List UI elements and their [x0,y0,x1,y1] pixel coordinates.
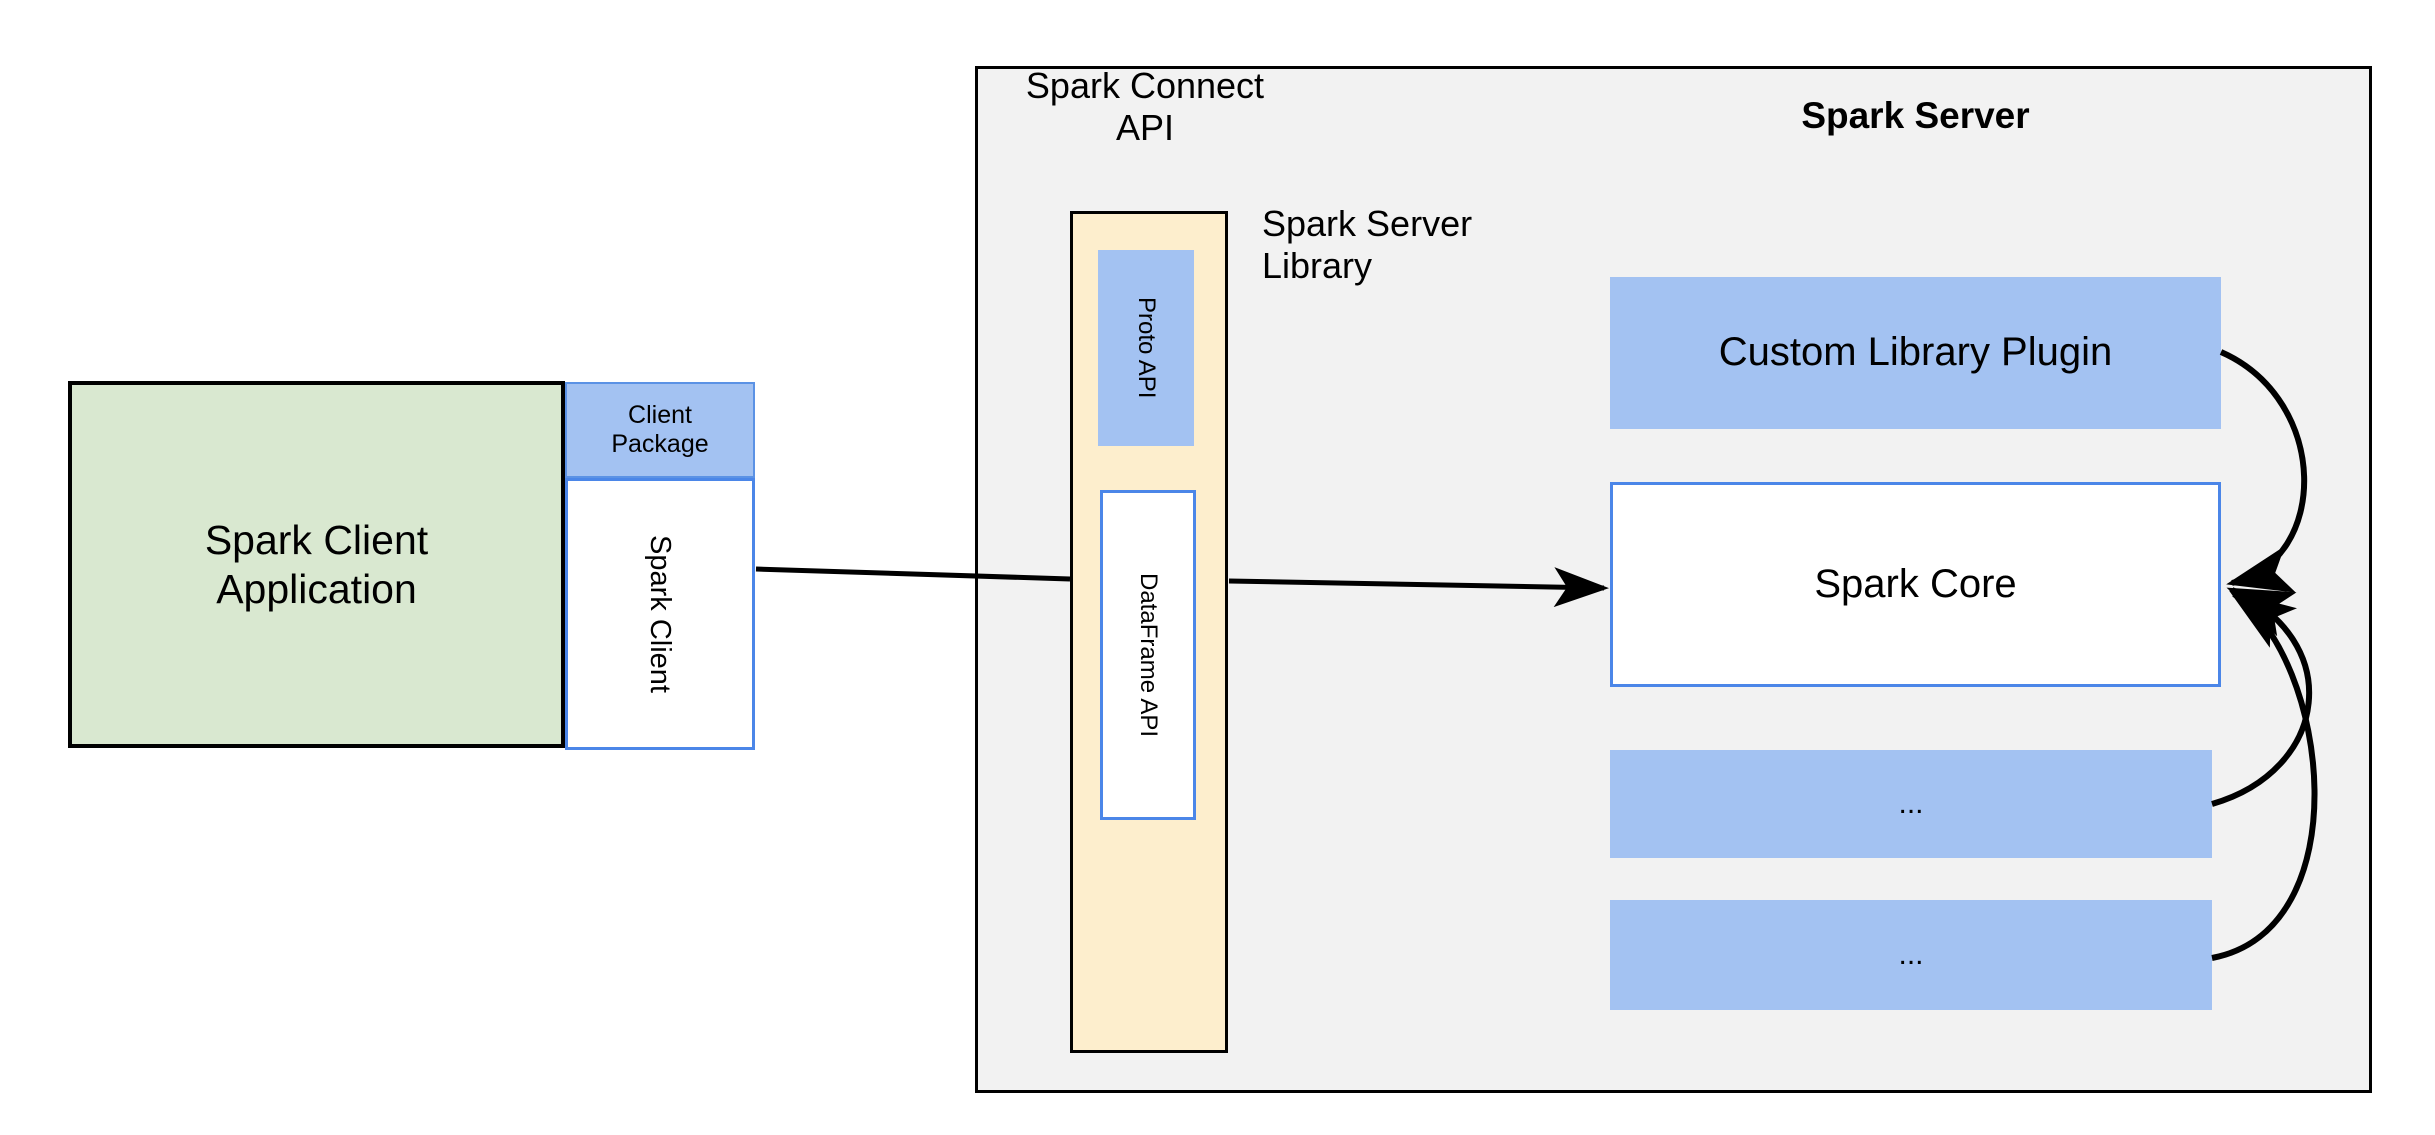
spark-connect-api-label-line1: Spark Connect [1025,64,1265,106]
client-package-line2: Package [611,430,709,458]
spark-client-application-line1: Spark Client [204,517,429,564]
spark-connect-api-label-line2: API [1115,107,1175,148]
spark-server-title: Spark Server [1801,95,2030,137]
client-package-line1: Client [628,400,692,429]
dataframe-api-label: DataFrame API [1135,572,1163,738]
custom-library-plugin-box: Custom Library Plugin [1610,277,2221,429]
proto-api-box: Proto API [1098,250,1194,446]
ellipsis-box-1: ... [1610,750,2212,858]
proto-api-label: Proto API [1133,297,1161,399]
spark-server-library-label-line1: Spark Server [1262,202,1473,244]
ellipsis-box-1-label: ... [1898,787,1924,821]
spark-connect-api-label: Spark Connect API [1000,62,1290,152]
ellipsis-box-2-label: ... [1898,938,1924,972]
spark-client-box: Spark Client [565,478,755,750]
client-package-box: Client Package [565,382,755,478]
spark-client-application-box: Spark Client Application [68,381,565,748]
spark-client-application-line2: Application [216,565,417,612]
ellipsis-box-2: ... [1610,900,2212,1010]
spark-core-label: Spark Core [1814,561,2017,606]
spark-server-library-label-line2: Library [1262,245,1373,286]
spark-core-box: Spark Core [1610,482,2221,687]
custom-library-plugin-label: Custom Library Plugin [1718,330,2113,375]
spark-client-label: Spark Client [644,535,677,693]
dataframe-api-box: DataFrame API [1100,490,1196,820]
spark-server-library-label: Spark Server Library [1250,200,1550,290]
